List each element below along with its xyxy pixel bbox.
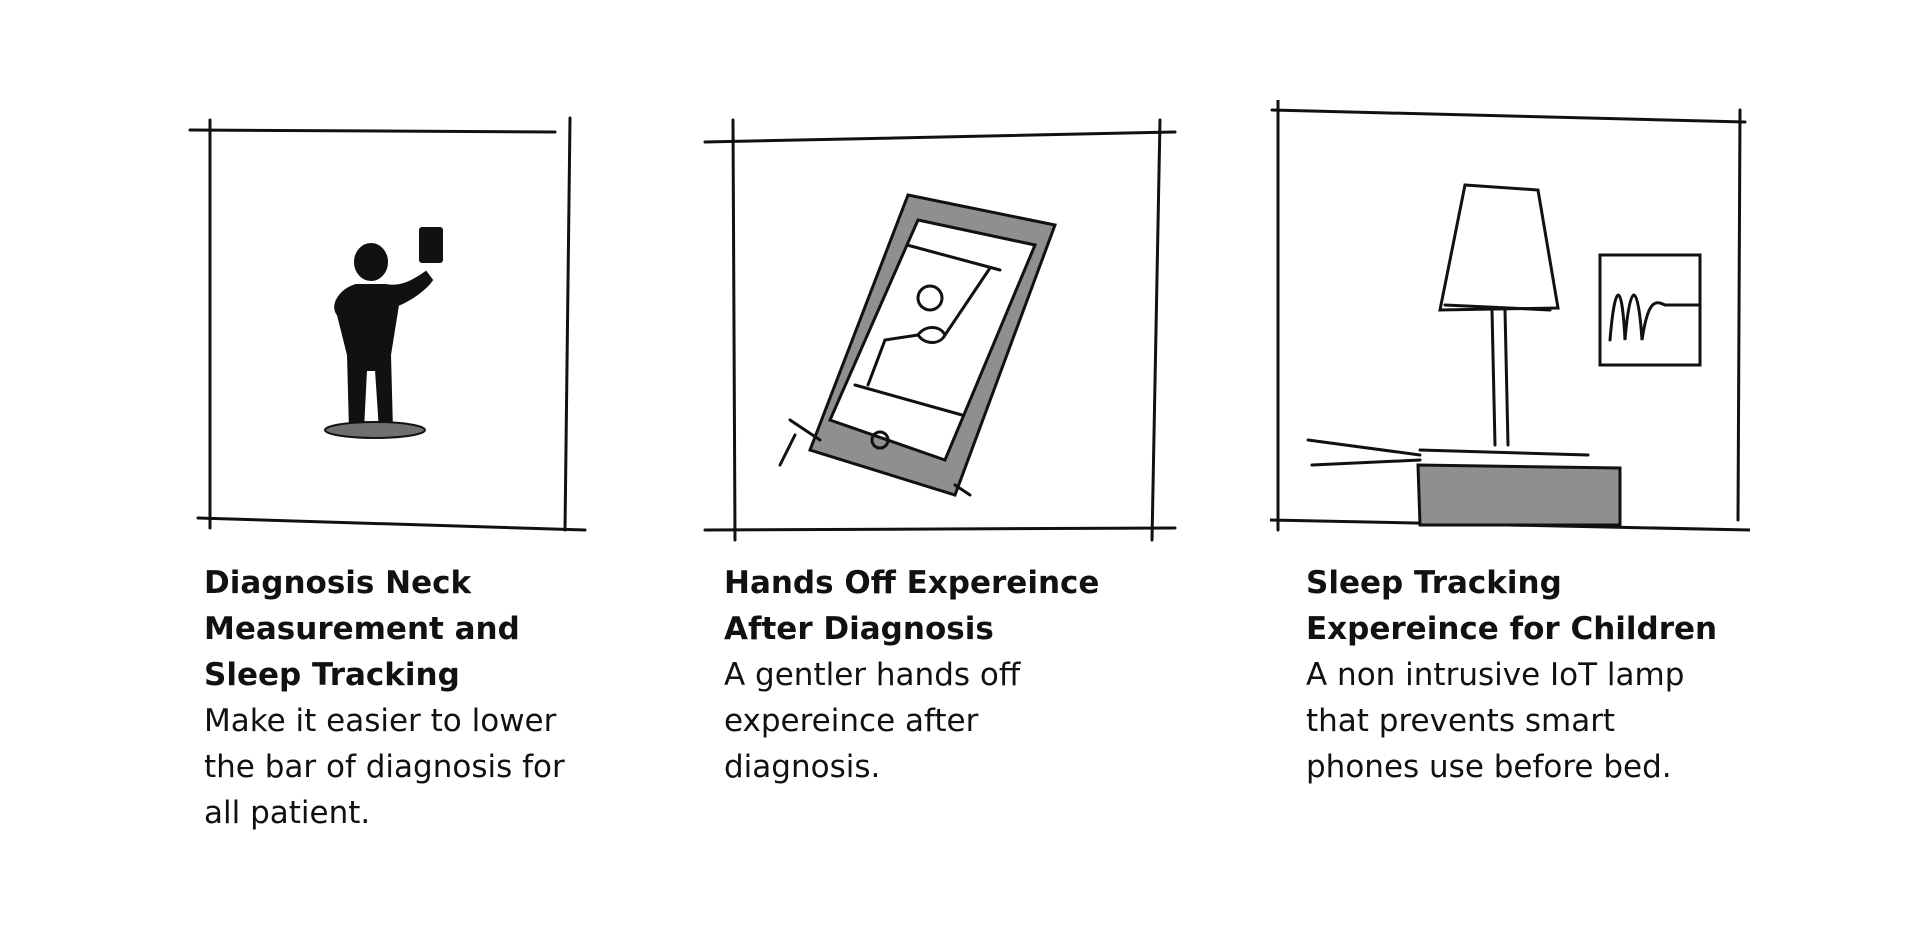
- caption-description: A non intrusive IoT lamp that prevents s…: [1306, 657, 1685, 785]
- bedside-lamp-sketch: [1270, 100, 1750, 550]
- storyboard-panel-3: Sleep Tracking Expereince for Children A…: [1270, 100, 1750, 860]
- storyboard-panel-1: Diagnosis Neck Measurement and Sleep Tra…: [180, 100, 660, 860]
- caption-title: Diagnosis Neck Measurement and Sleep Tra…: [204, 565, 520, 693]
- person-holding-phone-sketch: [180, 100, 660, 550]
- storyboard-panel-2: Hands Off Expereince After Diagnosis A g…: [700, 100, 1180, 860]
- caption: Diagnosis Neck Measurement and Sleep Tra…: [204, 560, 624, 836]
- caption-title: Sleep Tracking Expereince for Children: [1306, 565, 1718, 647]
- caption-description: A gentler hands off expereince after dia…: [724, 657, 1021, 785]
- caption-description: Make it easier to lower the bar of diagn…: [204, 703, 565, 831]
- caption: Hands Off Expereince After Diagnosis A g…: [724, 560, 1144, 790]
- phone-app-sketch: [700, 100, 1180, 550]
- caption-title: Hands Off Expereince After Diagnosis: [724, 565, 1100, 647]
- caption: Sleep Tracking Expereince for Children A…: [1306, 560, 1726, 790]
